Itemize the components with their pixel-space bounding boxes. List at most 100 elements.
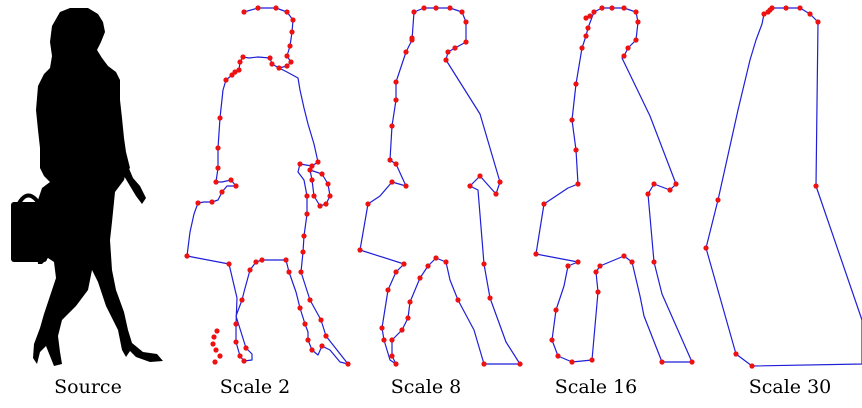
polygon-vertex: [569, 117, 575, 123]
polygon-vertex: [651, 259, 657, 265]
polygon-vertex: [365, 201, 371, 207]
polygon-vertex: [389, 337, 395, 343]
polygon-vertex: [589, 357, 595, 363]
polygon-vertex: [323, 201, 329, 207]
polygon-vertex: [223, 77, 229, 83]
caption-scale-2: Scale 2: [219, 376, 291, 398]
polygon-vertex: [579, 45, 585, 51]
polygon-vertex: [411, 9, 417, 15]
polygon-vertex: [421, 5, 427, 11]
polygon-vertex: [573, 147, 579, 153]
polygon-vertex: [304, 211, 310, 217]
polygon-vertex: [425, 263, 431, 269]
polygon-vertex: [467, 183, 473, 189]
polygon-vertex: [319, 343, 325, 349]
polygon-vertex: [300, 249, 306, 255]
polygon-vertex: [209, 199, 215, 205]
polygon-vertex: [226, 261, 232, 267]
polygon-vertex: [703, 245, 709, 251]
polygon-vertex: [233, 183, 239, 189]
polygon-vertex: [307, 297, 313, 303]
polygon-vertex: [318, 317, 324, 323]
polygon-vertex: [298, 269, 304, 275]
polygon-vertex: [583, 33, 589, 39]
polygon-vertex: [393, 97, 399, 103]
polygon-vertex: [459, 9, 465, 15]
polygon-vertex: [284, 53, 290, 59]
polygon-vertex: [565, 263, 571, 269]
polygon-vertex: [625, 45, 631, 51]
polygon-vertex: [323, 333, 329, 339]
polygon-vertex: [813, 183, 819, 189]
polygon-vertex: [493, 191, 499, 197]
polygon-vertex: [405, 315, 411, 321]
polygon-outline: [186, 7, 349, 365]
polygon-vertex: [629, 259, 635, 265]
polygon-vertex: [239, 297, 245, 303]
polygon-vertex: [311, 193, 317, 199]
polygon-vertex: [633, 9, 639, 15]
polygon-vertex: [273, 5, 279, 11]
polygon-vertex: [587, 13, 593, 19]
polygon-vertex: [651, 181, 657, 187]
polygon-vertex: [443, 259, 449, 265]
polygon-vertex: [327, 193, 333, 199]
polygon-vertex: [433, 255, 439, 261]
polygon-vertex: [667, 187, 673, 193]
source-silhouette: [11, 8, 163, 366]
polygon-vertex: [621, 5, 627, 11]
polygon-vertex: [315, 159, 321, 165]
polygon-vertex: [815, 19, 821, 25]
polygon-vertex: [389, 353, 395, 359]
polygon-vertex: [463, 39, 469, 45]
polygon-vertex: [267, 55, 273, 61]
polygon-vertex: [481, 261, 487, 267]
polygon-vertex: [286, 269, 292, 275]
polygon-vertex: [403, 183, 409, 189]
polygon-vertex: [407, 299, 413, 305]
polygon-vertex: [297, 305, 303, 311]
polygon-vertex: [309, 347, 315, 353]
polygon-vertex: [276, 65, 282, 71]
polygon-vertex: [409, 35, 415, 41]
polygon-vertex: [733, 351, 739, 357]
polygon-vertex: [389, 179, 395, 185]
woman-silhouette-body: [33, 8, 163, 366]
handbag-shape: [11, 202, 47, 262]
polygon-vertex: [659, 359, 665, 365]
polygon-vertex: [233, 339, 239, 345]
polygon-vertex: [445, 49, 451, 55]
polygon-vertex: [210, 341, 216, 347]
polygon-vertex: [393, 79, 399, 85]
polygon-vertex: [477, 173, 483, 179]
polygon-vertex: [243, 345, 249, 351]
polygon-vertex: [417, 275, 423, 281]
polygon-vertex: [290, 17, 296, 23]
polygon-vertex: [597, 263, 603, 269]
polygon-vertex: [549, 337, 555, 343]
polygon-vertex: [433, 5, 439, 11]
polygon-vertex: [645, 191, 651, 197]
polygon-vertex: [807, 11, 813, 17]
polygon-vertex: [599, 5, 605, 11]
polygon-vertex: [403, 49, 409, 55]
polygon-vertex: [749, 363, 755, 369]
polygon-vertex: [215, 165, 221, 171]
polygon-vertex: [287, 43, 293, 49]
polygon-vertex: [212, 359, 218, 365]
polygon-vertex: [229, 72, 235, 78]
polygon-vertex: [379, 325, 385, 331]
caption-scale-8: Scale 8: [390, 376, 462, 398]
polygon-vertex: [241, 358, 247, 364]
woman-silhouette-arm: [120, 150, 146, 204]
polygon-vertex: [237, 353, 243, 359]
polygon-vertex: [387, 157, 393, 163]
polygon-vertex: [236, 67, 242, 73]
polygon-vertex: [288, 59, 294, 65]
polygon-vertex: [399, 327, 405, 333]
caption-scale-16: Scale 16: [554, 376, 638, 398]
polygon-vertex: [240, 54, 246, 60]
polygon-vertex: [591, 9, 597, 15]
polygon-vertex: [211, 334, 217, 340]
